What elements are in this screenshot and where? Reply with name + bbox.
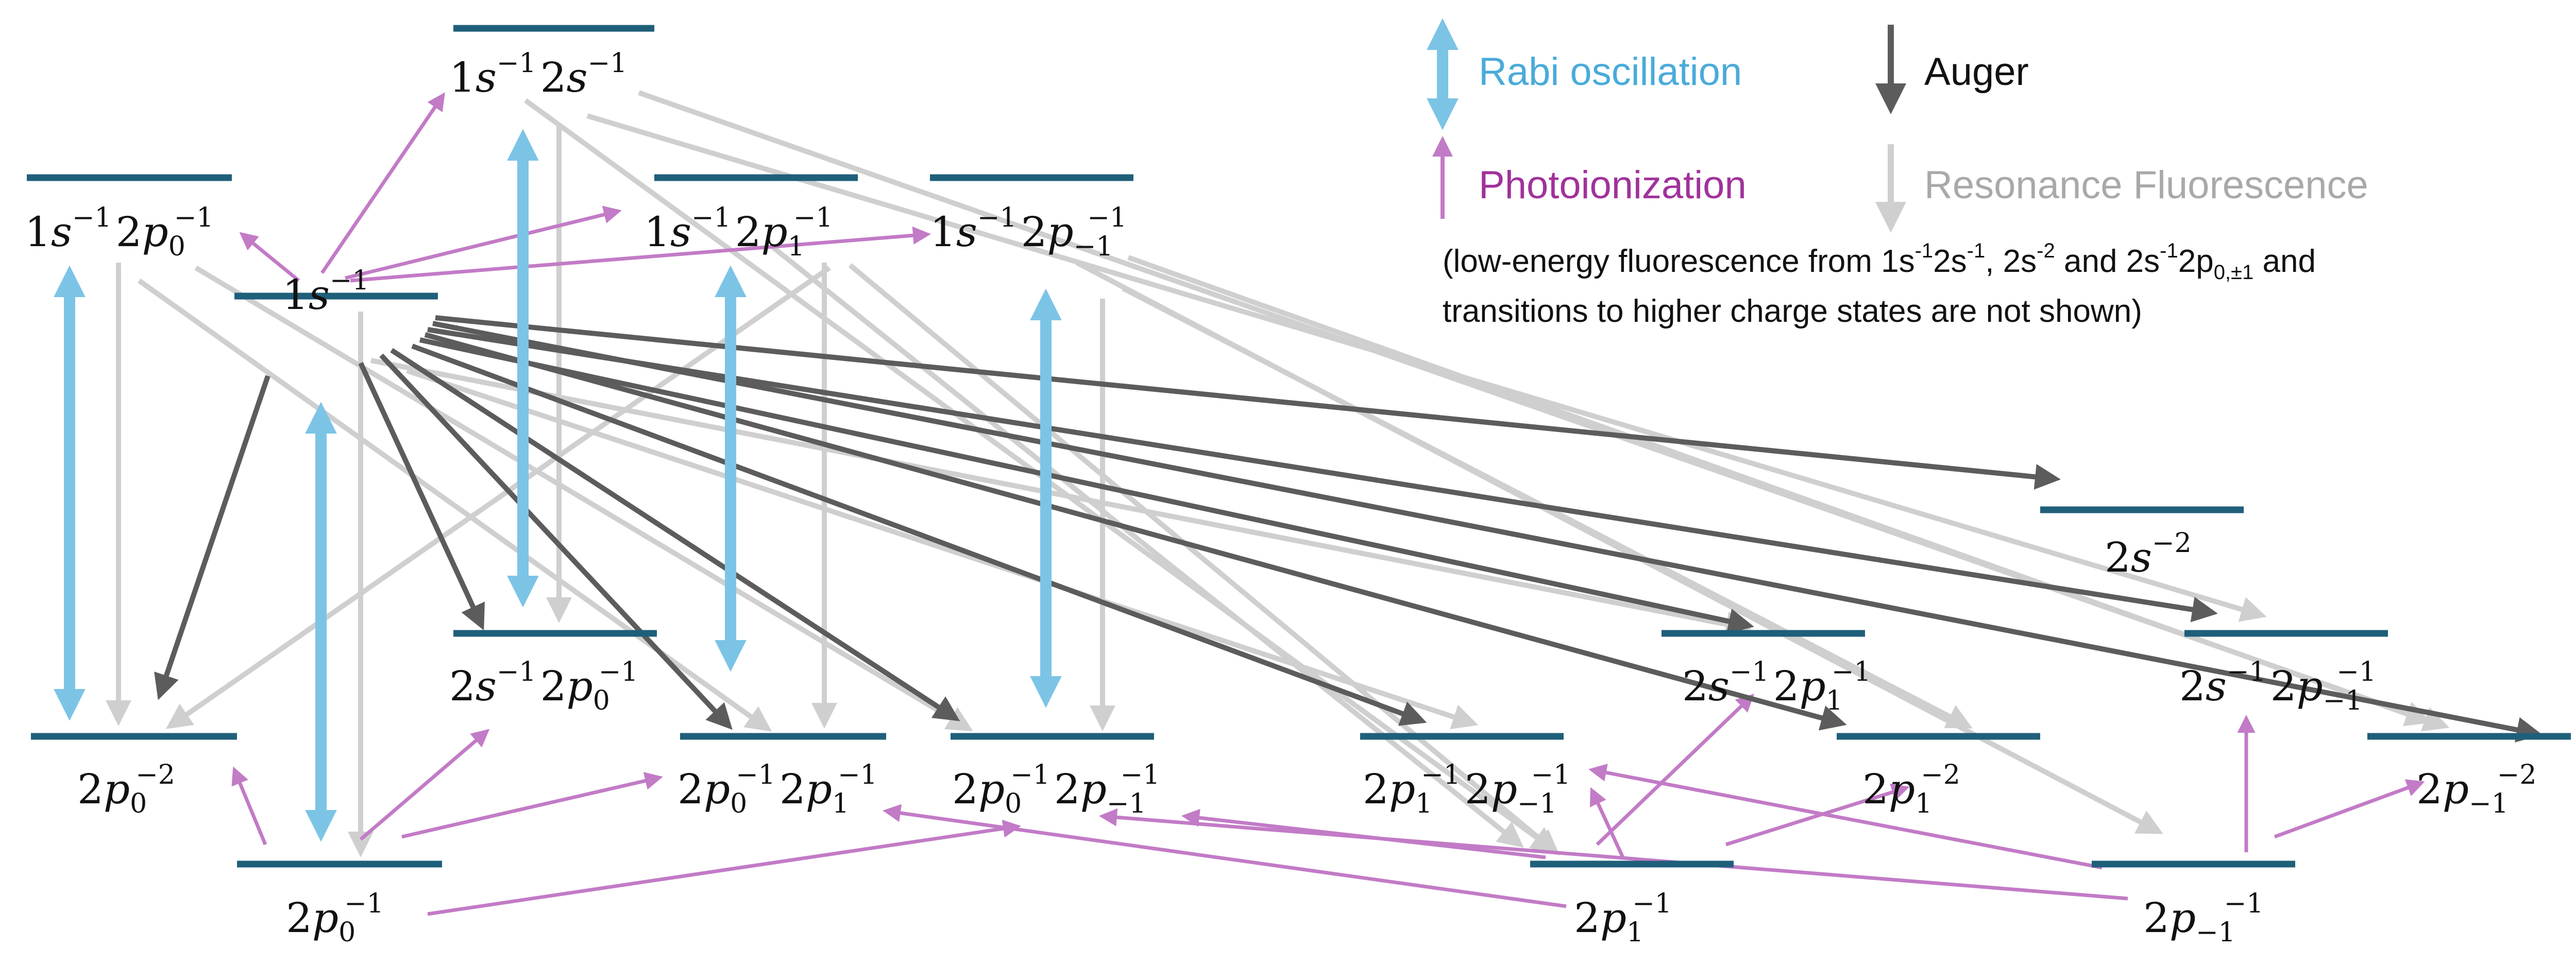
- fluorescence-arrow-14: [1127, 255, 2432, 727]
- photoionization-arrow-17: [2274, 779, 2425, 839]
- note-line2: transitions to higher charge states are …: [1443, 294, 2142, 329]
- fluorescence-arrow-18: [771, 245, 1524, 848]
- photoionization-arrow-7: [401, 772, 663, 839]
- photoionization-arrow-3: [345, 205, 622, 280]
- photoionization-arrow-14: [1588, 764, 2103, 870]
- fluorescence-arrow-6: [194, 265, 973, 732]
- photoionization-arrow-2: [320, 92, 445, 274]
- level-label-2s2: 2s−2: [2105, 528, 2192, 581]
- level-label-2pm1sq: 2p−1−2: [2416, 760, 2536, 819]
- auger-arrow-1: [154, 375, 270, 700]
- legend-photo-label: Photoionization: [1479, 163, 1747, 207]
- auger-arrow-2: [358, 361, 485, 631]
- fluorescence-arrow-10: [848, 263, 1560, 856]
- level-label-2p0: 2p0−1: [286, 888, 384, 948]
- photoionization-arrow-9: [883, 804, 1567, 908]
- auger-arrow-9: [432, 321, 2543, 743]
- level-label-2p0sq: 2p0−2: [77, 760, 175, 819]
- legend-rabi-label: Rabi oscillation: [1479, 50, 1742, 94]
- fluorescence-arrow-13: [1075, 260, 2163, 834]
- auger-arrow-10: [435, 315, 2061, 490]
- auger-arrow-3: [379, 353, 733, 730]
- auger-arrow-4: [390, 348, 960, 721]
- auger-arrow-5: [411, 343, 1427, 726]
- legend-auger-label: Auger: [1924, 50, 2029, 94]
- photoionization-arrow-1: [239, 232, 300, 282]
- level-label-2p1: 2p1−1: [1574, 888, 1672, 948]
- legend-fluor-label: Resonance Fluorescence: [1924, 163, 2368, 207]
- photoionization-arrow-11: [1725, 783, 1910, 847]
- auger-arrow-6: [419, 337, 1754, 634]
- level-label-2p1sq: 2p1−2: [1862, 760, 1960, 819]
- legend: Rabi oscillation Auger Photoionization R…: [1427, 18, 2368, 329]
- photoionization-arrow-15: [1099, 808, 2128, 901]
- photoionization-arrow-5: [231, 766, 267, 846]
- level-label-1s: 1s−1: [282, 265, 369, 319]
- note-line1: (low-energy fluorescence from 1s-12s-1, …: [1443, 239, 2316, 284]
- photoionization-arrow-6: [359, 729, 490, 841]
- photoionization-arrow-4: [350, 226, 931, 283]
- photoionization-arrow-12: [1589, 787, 1625, 858]
- photoionization-arrow-10: [1596, 694, 1755, 846]
- photoionization-arrow-8: [427, 819, 1021, 916]
- auger-arrow-7: [424, 332, 1847, 731]
- level-label-2pm1: 2p−1−1: [2143, 888, 2263, 948]
